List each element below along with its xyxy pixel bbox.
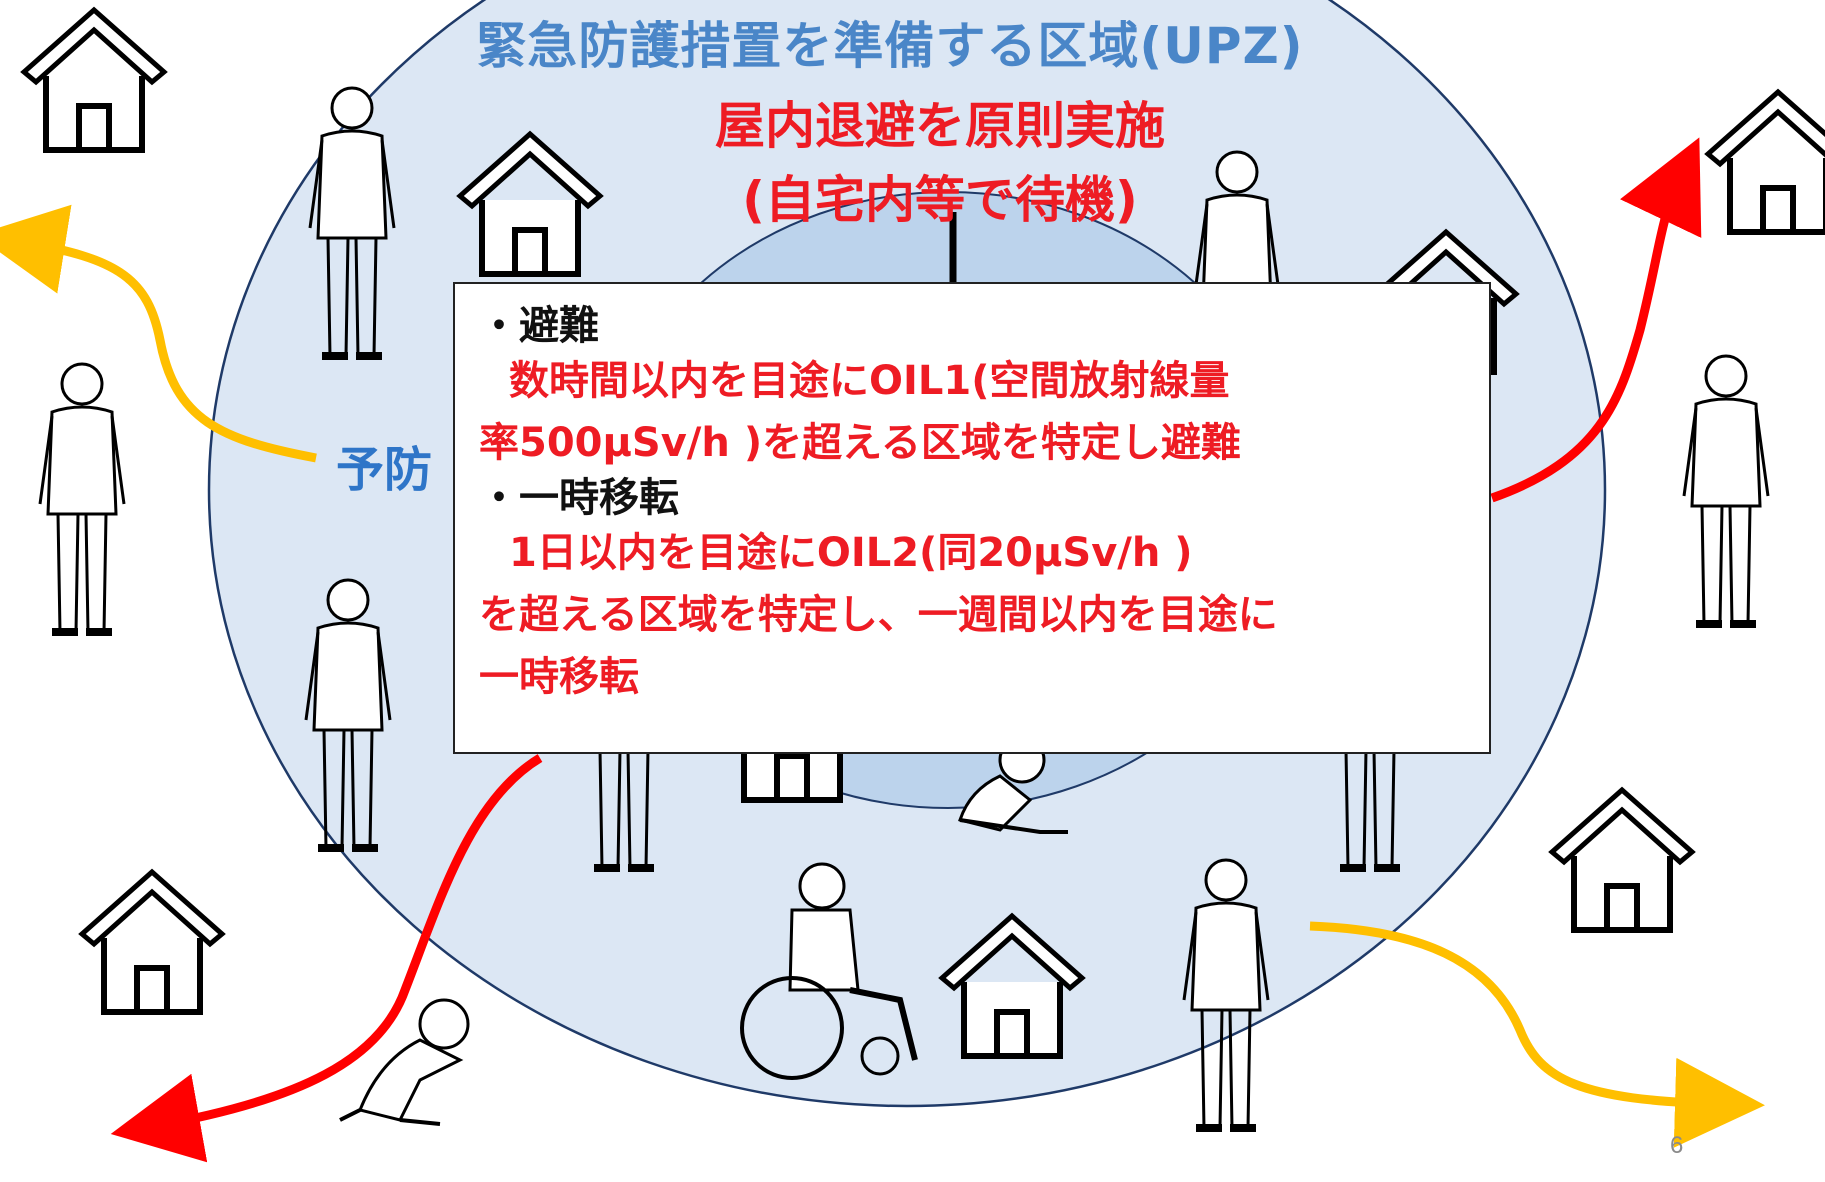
house-icon bbox=[1708, 92, 1825, 232]
red-arrow-upper-right bbox=[1490, 137, 1702, 503]
person-icon-elderly-right bbox=[1684, 356, 1768, 624]
relocation-text-line3: 一時移転 bbox=[479, 654, 639, 700]
house-icon bbox=[1552, 790, 1692, 930]
evacuation-heading: ・避難 bbox=[479, 303, 599, 349]
house-icon bbox=[24, 10, 164, 150]
shelter-note: (自宅内等で待機) bbox=[742, 171, 1138, 229]
crawling-baby-icon bbox=[339, 998, 470, 1126]
paz-label-partial: 予防 bbox=[336, 442, 433, 498]
relocation-text-line2: を超える区域を特定し、一週間以内を目途に bbox=[479, 592, 1278, 638]
red-arrow-lower-left bbox=[110, 754, 543, 1163]
relocation-heading: ・一時移転 bbox=[479, 475, 679, 521]
person-icon-woman-polka-dots bbox=[40, 364, 124, 632]
evacuation-text-line2: 率500μSv/h )を超える区域を特定し避難 bbox=[479, 420, 1241, 466]
relocation-text-line1: 1日以内を目途にOIL2(同20μSv/h ) bbox=[509, 530, 1193, 576]
upz-title: 緊急防護措置を準備する区域(UPZ) bbox=[476, 17, 1304, 75]
wheelchair-user-icon bbox=[740, 862, 918, 1080]
measures-info-box: ・避難 数時間以内を目途にOIL1(空間放射線量 率500μSv/h )を超える… bbox=[453, 282, 1491, 754]
evacuation-text-line1: 数時間以内を目途にOIL1(空間放射線量 bbox=[509, 358, 1230, 404]
yellow-arrow-upper-left bbox=[0, 204, 317, 463]
page-number: 6 bbox=[1670, 1132, 1684, 1159]
house-icon bbox=[82, 872, 222, 1012]
yellow-arrow-lower-right bbox=[1309, 921, 1765, 1148]
shelter-instruction: 屋内退避を原則実施 bbox=[715, 97, 1165, 155]
